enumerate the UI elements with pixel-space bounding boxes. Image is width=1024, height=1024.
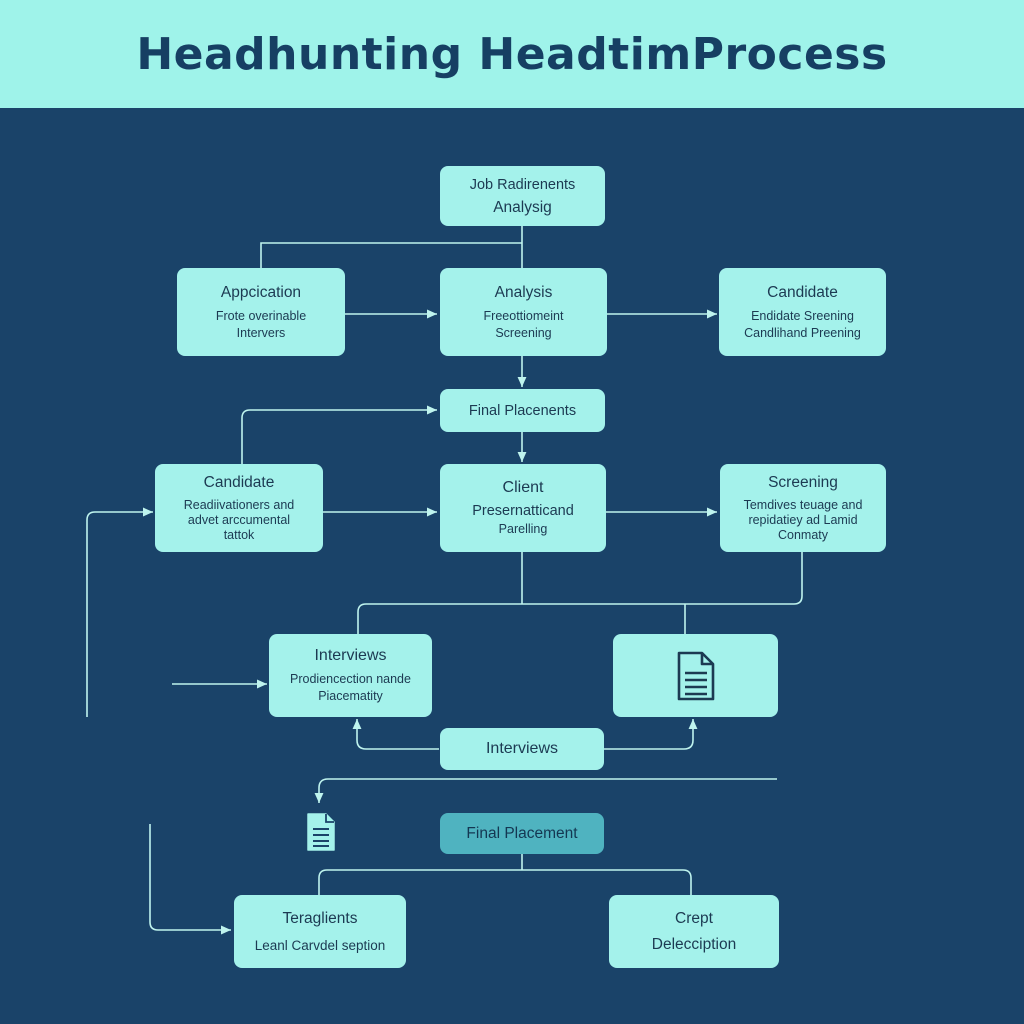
arrow-left-loop-to-candidate: [86, 507, 153, 717]
node-crept-desc: Delecciption: [651, 935, 737, 953]
node-analysis[interactable]: Analysis Freeottiomeint Screening: [440, 268, 607, 356]
node-candidate-top-desc-line2: Candlihand Preening: [744, 325, 861, 340]
node-application-title: Appcication: [220, 283, 302, 301]
arrow-to-small-document: [314, 778, 777, 803]
node-crept[interactable]: Crept Delecciption: [609, 895, 779, 968]
node-client[interactable]: Client Presernatticand Parelling: [440, 464, 606, 552]
node-teraglients-desc: Leanl Carvdel seption: [254, 938, 386, 953]
node-teraglients[interactable]: Teraglients Leanl Carvdel seption: [234, 895, 406, 968]
node-screening-desc: Temdives teuage and repidatiey ad Lamid …: [734, 498, 873, 543]
node-candidate-mid-title: Candidate: [203, 474, 275, 491]
arrow-left-to-teraglients: [149, 824, 231, 935]
document-icon: [307, 813, 335, 851]
arrow-pill-to-interviews-box: [352, 719, 439, 750]
node-candidate-top[interactable]: Candidate Endidate Sreening Candlihand P…: [719, 268, 886, 356]
node-analysis-desc-line2: Screening: [495, 325, 552, 340]
node-final-placement[interactable]: Final Placement: [440, 813, 604, 854]
node-analysis-desc: Freeottiomeint Screening: [474, 308, 574, 342]
node-crept-title: Crept: [675, 909, 713, 927]
node-candidate-mid-desc-line3: tattok: [223, 528, 255, 542]
connector-job-to-application: [260, 242, 522, 268]
node-interviews-box-desc-line1: Prodiencection nande: [290, 672, 411, 686]
connector-branch-row3: [357, 552, 803, 634]
node-job-requirements[interactable]: Job Radirenents Analysig: [440, 166, 605, 226]
node-interviews-pill-label: Interviews: [485, 740, 559, 757]
node-candidate-top-desc-line1: Endidate Sreening: [751, 308, 854, 323]
arrow-pill-to-document-box: [604, 719, 698, 750]
node-final-placement-label: Final Placement: [466, 824, 578, 842]
document-icon: [677, 651, 714, 700]
node-screening-desc-line1: Temdives teuage and: [743, 498, 863, 512]
node-screening-desc-line2: repidatiey ad Lamid: [748, 513, 858, 527]
node-application-desc-line2: Intervers: [236, 325, 286, 340]
node-screening[interactable]: Screening Temdives teuage and repidatiey…: [720, 464, 886, 552]
connector-final-placement-branch: [318, 869, 692, 895]
node-interviews-box[interactable]: Interviews Prodiencection nande Piacemat…: [269, 634, 432, 717]
node-client-title1: Client: [502, 479, 544, 496]
node-client-desc: Parelling: [498, 522, 548, 536]
header-bar: Headhunting HeadtimProcess: [0, 0, 1024, 108]
node-candidate-mid-desc-line2: advet arccumental: [187, 513, 291, 527]
node-interviews-pill[interactable]: Interviews: [440, 728, 604, 770]
node-interviews-box-desc: Prodiencection nande Piacematity: [280, 671, 421, 705]
node-job-requirements-line1: Job Radirenents: [469, 176, 576, 193]
node-candidate-mid-desc-line1: Readiivationers and: [183, 498, 295, 512]
node-application-desc: Frote overinable Intervers: [206, 308, 316, 342]
node-interviews-box-desc-line2: Piacematity: [318, 689, 383, 703]
node-document-box[interactable]: [613, 634, 778, 717]
node-candidate-mid-desc: Readiivationers and advet arccumental ta…: [174, 498, 305, 543]
node-candidate-top-title: Candidate: [767, 283, 838, 301]
node-teraglients-title: Teraglients: [282, 910, 358, 927]
node-final-placements-label: Final Placenents: [468, 402, 577, 419]
node-candidate-top-desc: Endidate Sreening Candlihand Preening: [734, 308, 871, 342]
arrow-candidate-to-final-placements: [241, 405, 437, 464]
node-client-title2: Presernatticand: [472, 503, 574, 519]
node-screening-desc-line3: Conmaty: [777, 528, 829, 542]
node-analysis-desc-line1: Freeottiomeint: [483, 308, 564, 323]
node-final-placements[interactable]: Final Placenents: [440, 389, 605, 432]
node-candidate-mid[interactable]: Candidate Readiivationers and advet arcc…: [155, 464, 323, 552]
node-analysis-title: Analysis: [494, 283, 553, 301]
node-interviews-box-title: Interviews: [314, 647, 387, 664]
node-application-desc-line1: Frote overinable: [215, 308, 307, 323]
node-job-requirements-line2: Analysig: [493, 198, 552, 216]
node-application[interactable]: Appcication Frote overinable Intervers: [177, 268, 345, 356]
page-title: Headhunting HeadtimProcess: [136, 28, 888, 80]
node-screening-title: Screening: [768, 474, 838, 491]
